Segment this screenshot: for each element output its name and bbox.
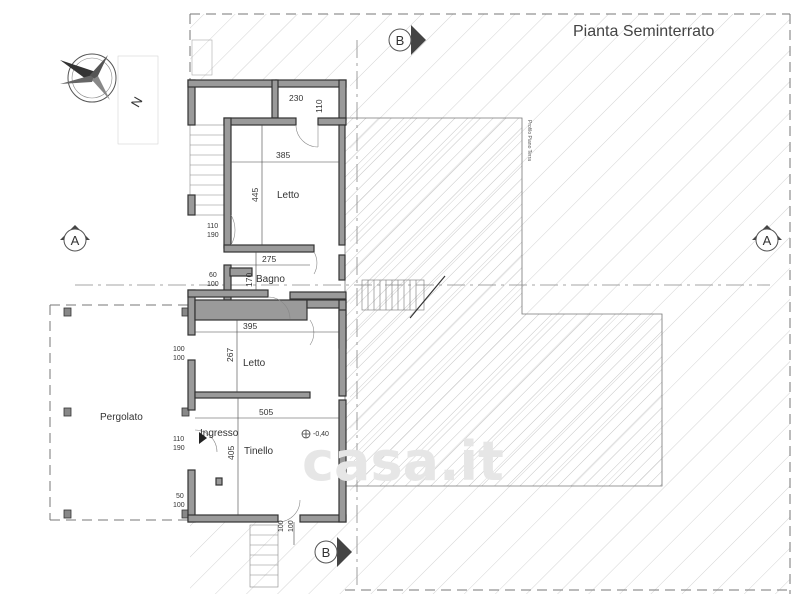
section-marker-a-left: A xyxy=(60,225,90,252)
svg-text:B: B xyxy=(396,33,405,48)
section-marker-b-bottom: B xyxy=(314,537,352,567)
dim-190-c: 190 xyxy=(173,445,185,452)
dim-100-bottom-b: 100 xyxy=(288,520,295,532)
dim-405: 405 xyxy=(226,446,236,460)
compass-icon xyxy=(60,53,159,145)
dim-110-top: 110 xyxy=(314,99,324,113)
compass-north-label: N xyxy=(128,94,146,110)
door-swings xyxy=(194,124,319,523)
dim-505: 505 xyxy=(259,407,273,417)
dim-395: 395 xyxy=(243,321,257,331)
section-marker-b-top: B xyxy=(388,25,426,55)
dim-60: 60 xyxy=(209,272,217,279)
stairs-lower xyxy=(249,524,279,588)
svg-text:A: A xyxy=(763,233,772,248)
room-label-pergolato: Pergolato xyxy=(100,412,143,423)
room-label-letto-1: Letto xyxy=(277,190,300,201)
dim-100-b: 100 xyxy=(173,346,185,353)
watermark-logo: casa.it xyxy=(302,430,504,493)
dim-190-a: 190 xyxy=(207,232,219,239)
dim-110-a: 110 xyxy=(207,223,218,230)
svg-text:B: B xyxy=(322,545,331,560)
svg-text:A: A xyxy=(71,233,80,248)
dimension-lines xyxy=(195,125,339,545)
dim-100-c: 100 xyxy=(173,355,185,362)
walls xyxy=(187,79,347,523)
dim-170: 170 xyxy=(244,273,254,287)
pergolato-pillars xyxy=(63,307,190,519)
section-marker-a-right: A xyxy=(752,225,782,252)
dim-50: 50 xyxy=(176,493,184,500)
dim-100-a: 100 xyxy=(207,281,219,288)
room-label-tinello: Tinello xyxy=(244,446,274,457)
room-label-ingresso: Ingresso xyxy=(200,428,239,439)
dim-230: 230 xyxy=(289,93,303,103)
dim-100-bottom-a: 100 xyxy=(278,520,285,532)
boundary-lines xyxy=(49,13,791,594)
level-marker-icon xyxy=(301,429,311,439)
small-planter xyxy=(191,39,213,76)
dim-445: 445 xyxy=(250,188,260,202)
dim-385: 385 xyxy=(276,150,290,160)
level-value: -0,40 xyxy=(313,431,329,438)
stairs-central xyxy=(361,275,446,319)
dim-110-c: 110 xyxy=(173,436,184,443)
dim-275: 275 xyxy=(262,254,276,264)
room-label-bagno: Bagno xyxy=(256,274,285,285)
profile-label: Profilo Piano Terra xyxy=(526,120,532,161)
dim-267: 267 xyxy=(225,348,235,362)
dim-100-d: 100 xyxy=(173,502,185,509)
plan-title: Pianta Seminterrato xyxy=(573,23,715,40)
room-label-letto-2: Letto xyxy=(243,358,266,369)
entrance-arrow-icon xyxy=(199,432,207,444)
